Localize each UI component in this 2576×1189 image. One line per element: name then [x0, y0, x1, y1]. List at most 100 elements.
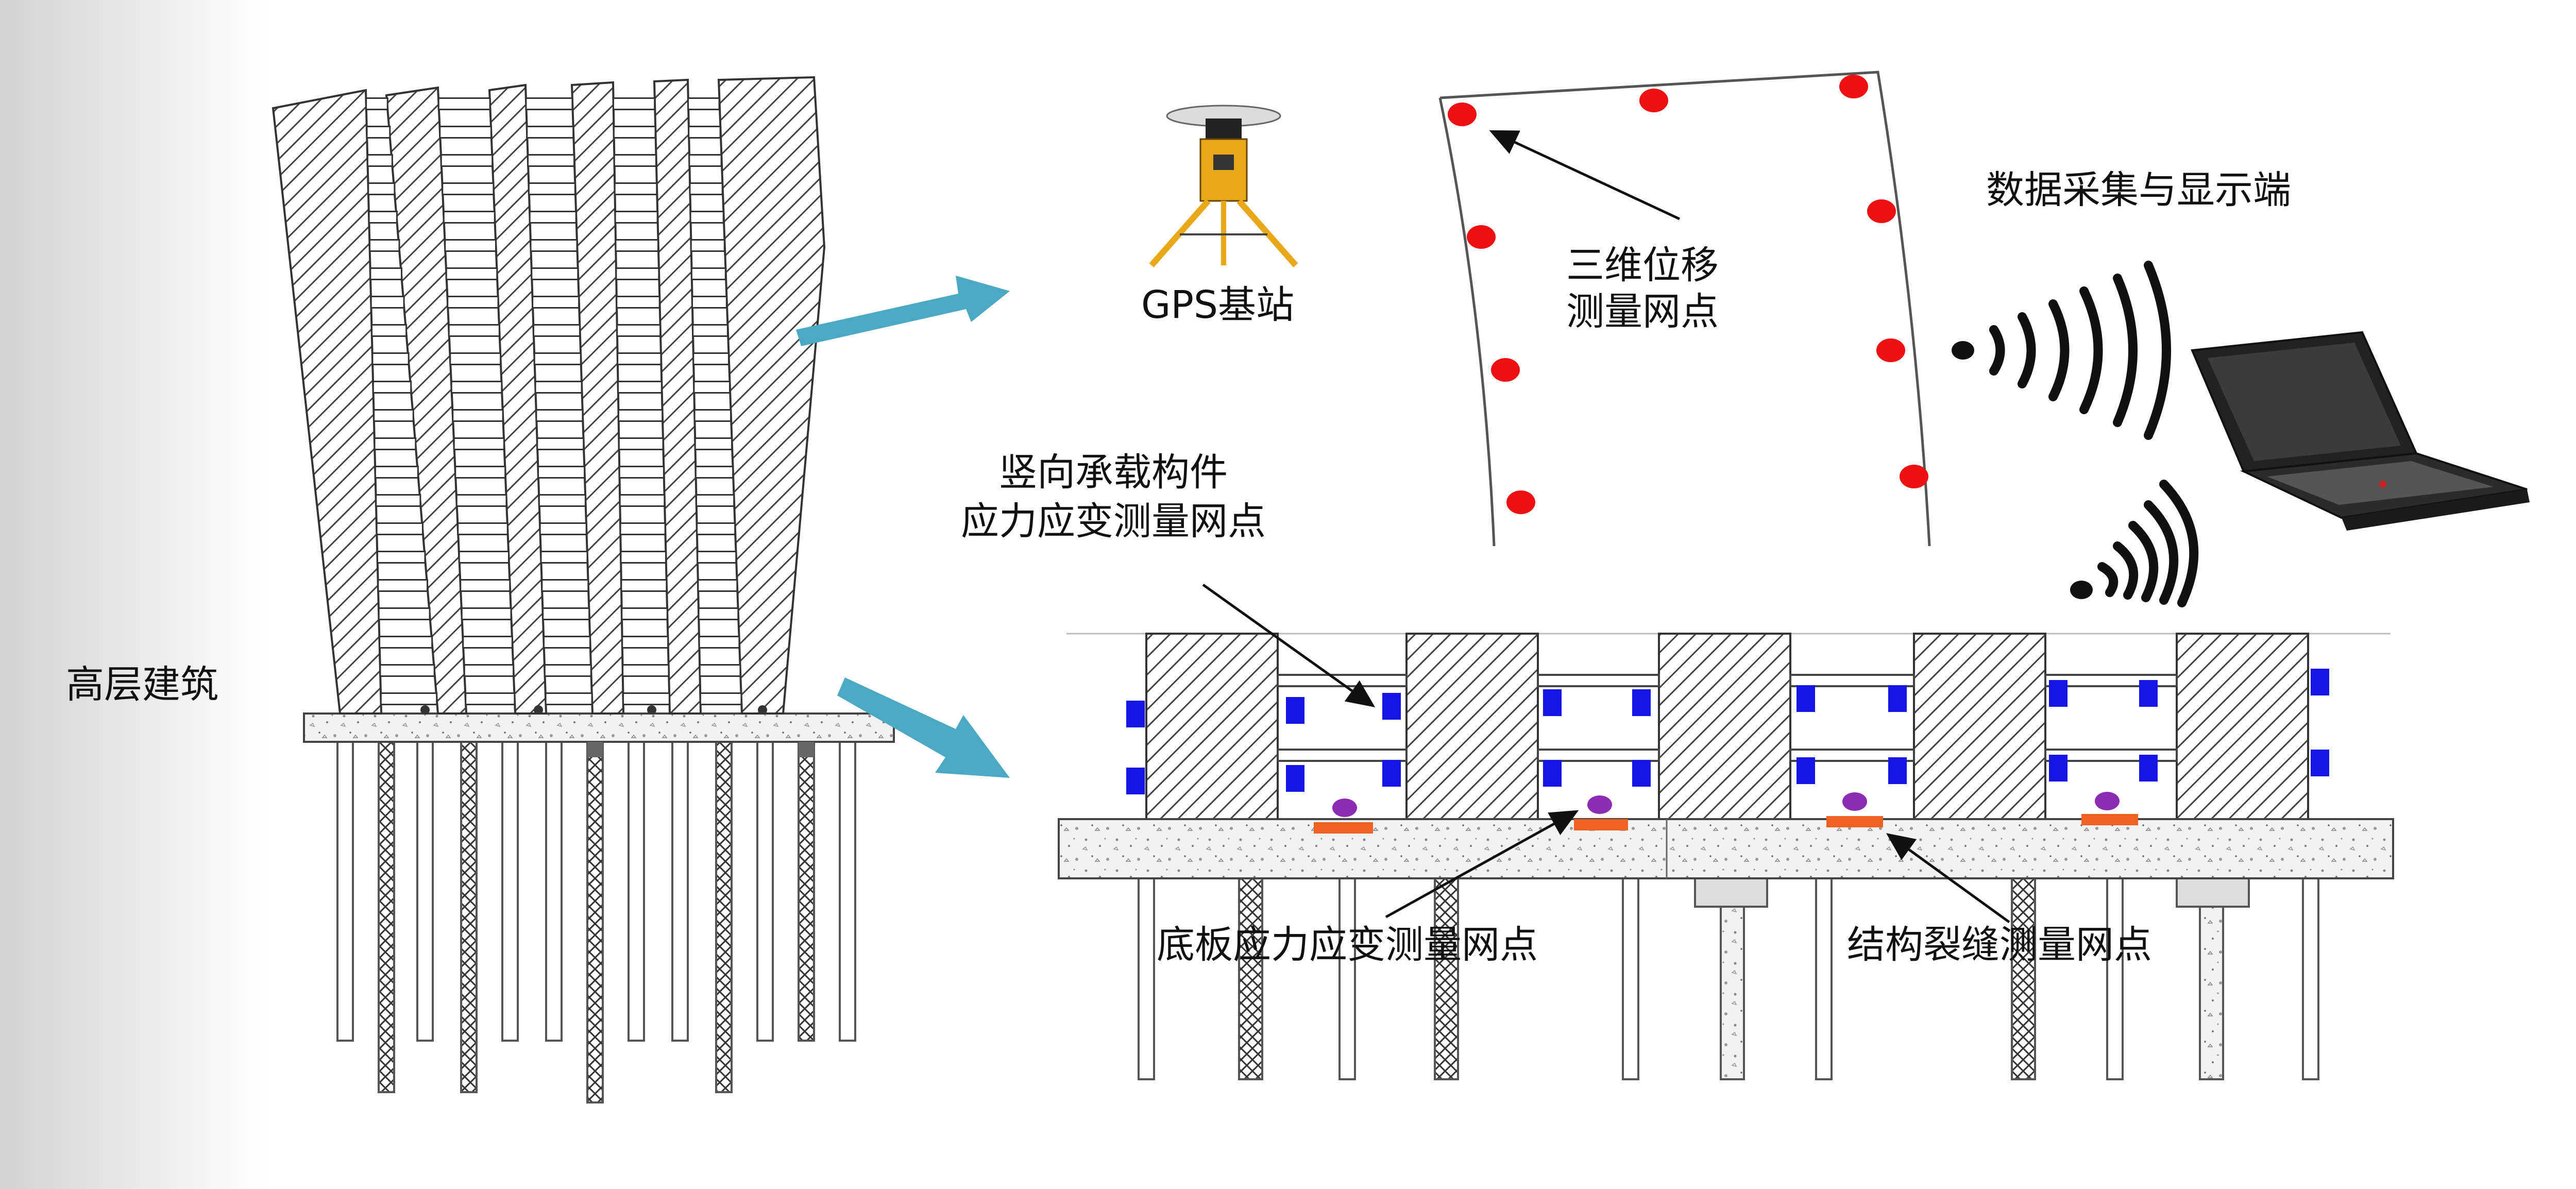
floor-slab — [369, 267, 403, 280]
floor-slab — [378, 607, 431, 620]
floor-slab — [440, 154, 494, 167]
floor-slab — [618, 437, 664, 450]
floor-slab — [368, 211, 398, 224]
vertical-strain-leader — [1202, 583, 1376, 707]
floor-slab — [694, 466, 734, 479]
building-raft-slab — [303, 712, 895, 743]
floor-slab — [541, 579, 589, 592]
floor-slab — [697, 579, 738, 592]
floor-slab — [619, 522, 666, 535]
floor-slab — [374, 437, 417, 450]
floor-slab — [537, 466, 586, 479]
floor-slab — [612, 97, 656, 110]
floor-slab — [366, 154, 393, 167]
floor-slab — [693, 409, 732, 422]
floor-slab — [539, 522, 587, 535]
foundation-base-slab — [1058, 818, 2394, 879]
floor-slab — [447, 296, 499, 309]
displacement-label: 三维位移 测量网点 — [1566, 242, 1719, 335]
floor-slab — [618, 466, 665, 479]
floor-slab — [619, 494, 666, 507]
displacement-frame — [1438, 71, 1931, 547]
floor-slab — [457, 522, 509, 535]
floor-slab — [532, 296, 580, 309]
floor-slab — [371, 324, 408, 337]
floor-slab — [442, 182, 495, 195]
floor-slab — [528, 182, 576, 195]
floor-slab — [621, 607, 668, 620]
floor-slab — [525, 97, 573, 110]
floor-slab — [443, 211, 496, 224]
floor-slab — [367, 182, 396, 195]
floor-slab — [373, 409, 414, 422]
floor-slab — [688, 126, 721, 139]
floor-slab — [545, 692, 593, 705]
laptop-icon — [2191, 331, 2530, 531]
floor-slab — [690, 267, 726, 280]
floor-slab — [445, 267, 498, 280]
floor-slab — [538, 494, 586, 507]
floor-slab — [439, 126, 492, 139]
floor-slab — [689, 182, 723, 195]
slab-strain-leader — [1385, 810, 1579, 919]
floor-slab — [698, 636, 740, 649]
floor-slab — [691, 296, 727, 309]
vertical-strain-label: 竖向承载构件 应力应变测量网点 — [961, 448, 1266, 546]
floor-slab — [613, 154, 657, 167]
displacement-points — [1448, 75, 1928, 514]
floor-slab — [542, 607, 590, 620]
floor-slab — [453, 437, 505, 450]
floor-slab — [379, 664, 435, 677]
building-walls — [272, 76, 826, 715]
arrow-to-foundation — [837, 677, 1010, 778]
floor-slab — [535, 409, 584, 422]
floor-slab — [614, 182, 658, 195]
floor-slab — [697, 551, 737, 564]
floor-slab — [452, 409, 504, 422]
floor-slab — [369, 239, 400, 252]
vertical-strain-label-line1: 竖向承载构件 — [999, 450, 1228, 495]
floor-slab — [692, 352, 730, 365]
floor-slab — [374, 466, 419, 479]
floor-slab — [465, 692, 516, 705]
floor-slab — [615, 267, 660, 280]
floor-slab — [622, 664, 670, 677]
pile-group — [336, 741, 856, 1103]
floor-slab — [690, 239, 725, 252]
floor-slab — [695, 494, 735, 507]
slab-strain-label: 底板应力应变测量网点 — [1157, 923, 1538, 967]
foundation-walls — [1145, 633, 2309, 820]
floor-slab — [613, 126, 656, 139]
displacement-label-line2: 测量网点 — [1566, 290, 1719, 334]
building-diagram — [272, 76, 895, 1103]
floor-slab — [531, 267, 579, 280]
floor-slab — [366, 126, 391, 139]
floor-slab — [620, 551, 667, 564]
floor-slab — [462, 636, 513, 649]
foundation-section — [1058, 583, 2394, 1080]
strain-gauges — [1126, 669, 2329, 794]
floor-slab — [615, 239, 659, 252]
floor-slab — [458, 551, 510, 564]
floor-slab — [376, 522, 423, 535]
collector-label: 数据采集与显示端 — [1986, 168, 2291, 212]
floor-slab — [377, 551, 426, 564]
floor-slab — [696, 522, 736, 535]
floor-slab — [372, 381, 412, 394]
floor-slab — [377, 579, 429, 592]
foundation-piles — [1138, 877, 2319, 1080]
floor-slab — [698, 607, 739, 620]
floor-slab — [365, 97, 388, 110]
floor-slab — [448, 324, 500, 337]
building-floor-slabs — [365, 97, 742, 705]
building-label: 高层建筑 — [66, 663, 218, 707]
floor-slab — [454, 466, 506, 479]
floor-slab — [689, 211, 724, 224]
floor-slab — [536, 437, 585, 450]
floor-slab — [437, 97, 491, 110]
floor-slab — [380, 692, 438, 705]
floor-slab — [450, 381, 503, 394]
displacement-leader — [1489, 130, 1681, 220]
floor-slab — [461, 607, 512, 620]
floor-slab — [614, 211, 658, 224]
